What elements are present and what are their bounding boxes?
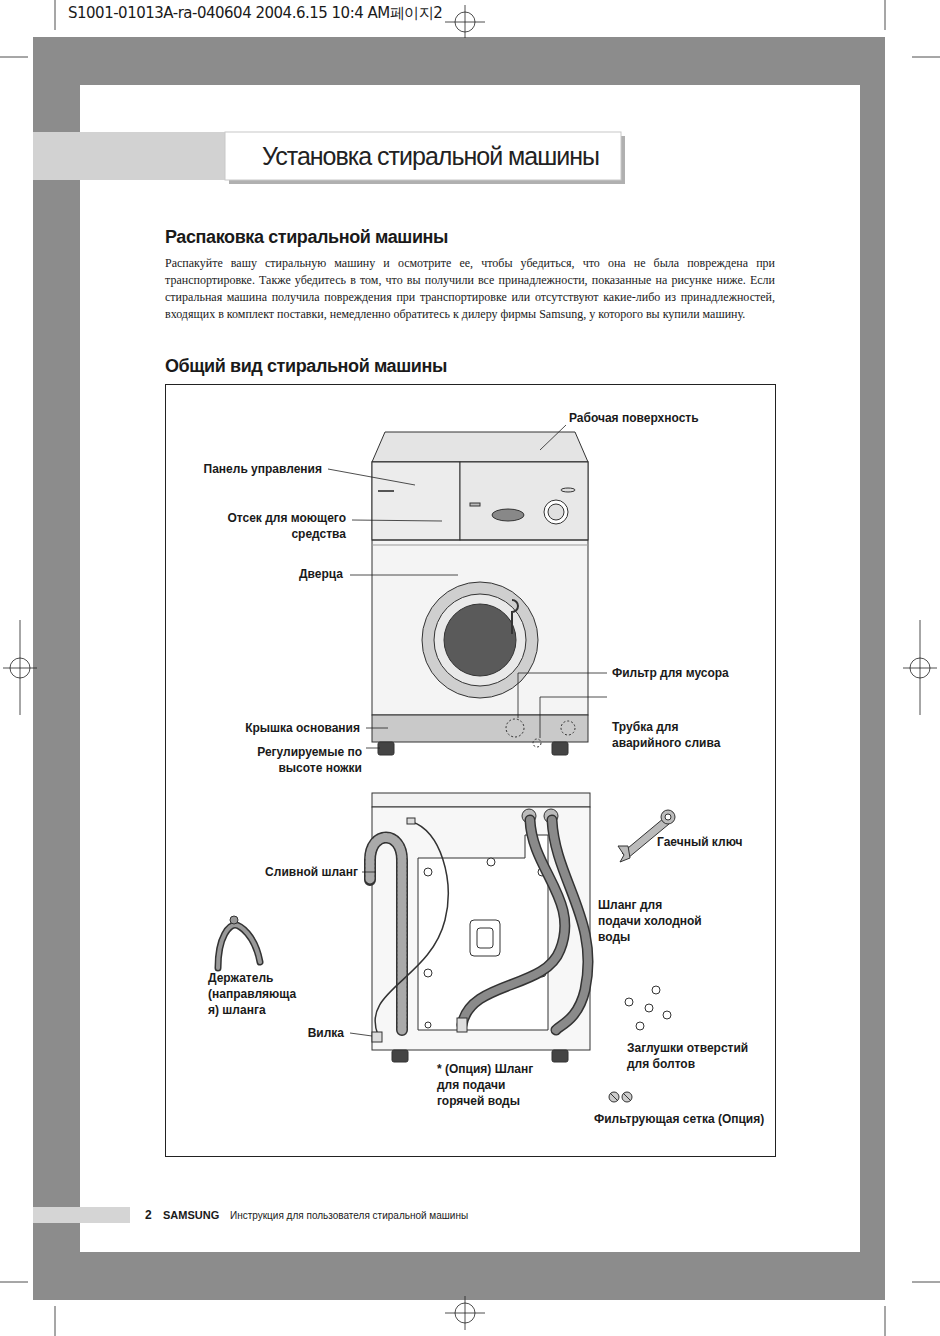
- print-slug: S1001-01013A-ra-040604 2004.6.15 10:4 AM…: [68, 4, 442, 22]
- part-label: Фильтр для мусора: [612, 665, 729, 681]
- section-heading: Распаковка стиральной машины: [165, 226, 448, 248]
- part-label: Держатель (направляюща я) шланга: [208, 970, 303, 1018]
- part-label: Заглушки отверстий для болтов: [627, 1040, 762, 1072]
- part-label: Регулируемые по высоте ножки: [252, 744, 362, 776]
- part-label: Трубка для аварийного слива: [612, 719, 732, 751]
- part-label: Гаечный ключ: [657, 834, 742, 850]
- section-heading: Общий вид стиральной машины: [165, 355, 447, 377]
- part-label: Вилка: [308, 1025, 344, 1041]
- part-label: Рабочая поверхность: [569, 410, 699, 426]
- part-label: Дверца: [299, 566, 343, 582]
- part-label: Фильтрующая сетка (Опция): [594, 1111, 764, 1127]
- part-label: Сливной шланг: [265, 864, 358, 880]
- page-title: Установка стиральной машины: [262, 141, 599, 171]
- part-label: Шланг для подачи холодной воды: [598, 897, 702, 945]
- brand-name: SAMSUNG: [163, 1207, 219, 1223]
- footer-text: Инструкция для пользователя стиральной м…: [230, 1208, 468, 1224]
- body-paragraph: Распакуйте вашу стиральную машину и осмо…: [165, 255, 775, 323]
- part-label: Панель управления: [204, 461, 322, 477]
- page-number: 2: [145, 1207, 152, 1223]
- part-label: Отсек для моющего средства: [216, 510, 346, 542]
- part-label: Крышка основания: [245, 720, 360, 736]
- part-label: * (Опция) Шланг для подачи горячей воды: [437, 1061, 555, 1109]
